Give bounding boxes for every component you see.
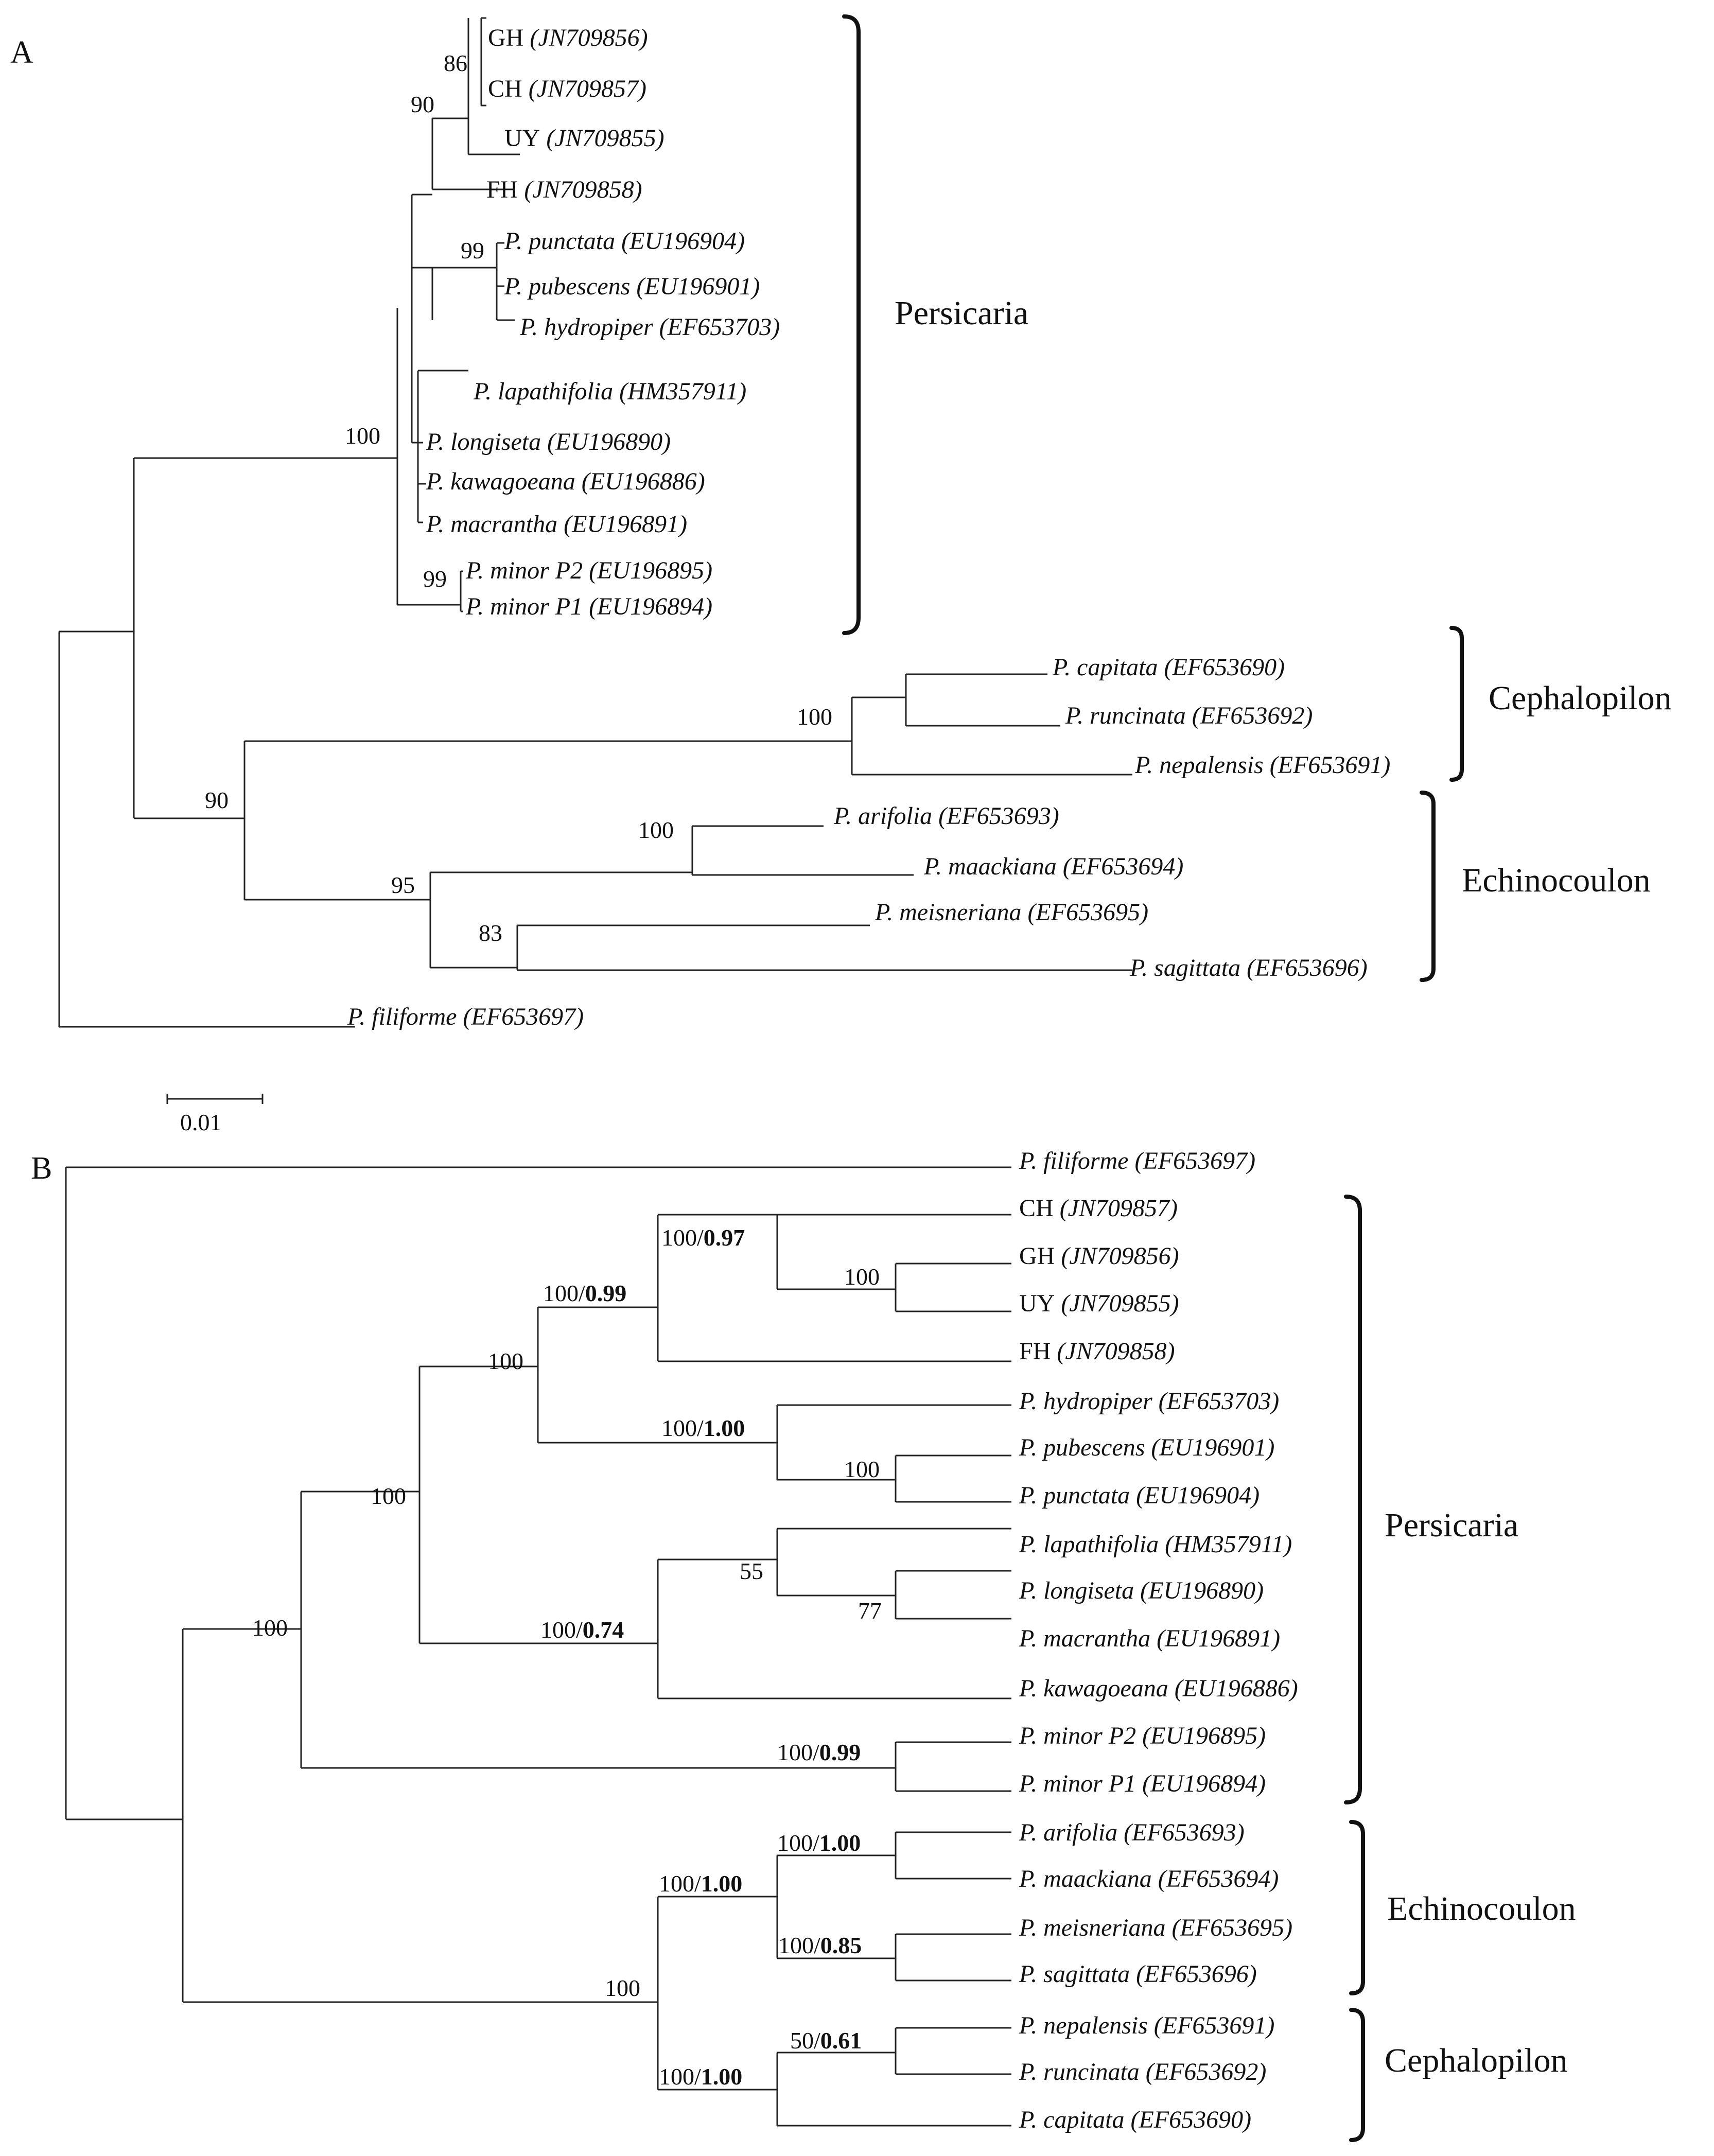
support-b-4: 100 — [488, 1348, 523, 1374]
support-b-3: 100/0.99 — [543, 1280, 626, 1306]
bracket-b-persicaria — [1344, 1195, 1362, 1804]
leaf-label-a-punctata: P. punctata (EU196904) — [504, 227, 745, 255]
leaf-label-a-maackiana: P. maackiana (EF653694) — [923, 853, 1183, 880]
support-b-17: 50/0.61 — [790, 2027, 862, 2054]
support-b-6: 100 — [844, 1456, 880, 1482]
support-b-15: 100/0.85 — [778, 1932, 862, 1958]
leaf-label-a-lapathifolia: P. lapathifolia (HM357911) — [473, 378, 746, 405]
support-b-1: 100/0.97 — [661, 1224, 745, 1251]
support-b-18: 100/1.00 — [659, 2063, 742, 2090]
panel-b-tree: B P. filiforme (EF653697) CH (JN709857) GH… — [31, 1147, 1576, 2142]
leaf-label-a-macrantha: P. macrantha (EU196891) — [426, 511, 687, 538]
support-b-11: 100 — [252, 1615, 288, 1641]
leaf-label-b-fh: FH (JN709858) — [1019, 1338, 1175, 1365]
leaf-label-a-fh: FH (JN709858) — [486, 176, 642, 203]
support-b-9: 77 — [858, 1598, 882, 1624]
bracket-b-echinocoulon — [1349, 1820, 1365, 1995]
leaf-label-a-arifolia: P. arifolia (EF653693) — [833, 802, 1059, 830]
leaf-label-a-pubescens: P. pubescens (EU196901) — [504, 273, 760, 300]
bracket-a-cephalopilon — [1449, 626, 1464, 782]
leaf-label-a-nepalensis: P. nepalensis (EF653691) — [1134, 751, 1390, 779]
support-b-10: 100/0.74 — [540, 1617, 624, 1643]
bracket-a-echinocoulon — [1420, 791, 1436, 982]
leaf-label-a-hydropiper: P. hydropiper (EF653703) — [519, 313, 780, 341]
clade-b-persicaria: Persicaria — [1385, 1506, 1518, 1544]
leaf-label-b-minor1: P. minor P1 (EU196894) — [1019, 1770, 1266, 1797]
leaf-label-b-ch: CH (JN709857) — [1019, 1195, 1178, 1222]
panel-b-label: B — [31, 1151, 52, 1186]
support-b-13: 100/1.00 — [777, 1830, 861, 1856]
leaf-label-a-gh: GH (JN709856) — [488, 24, 648, 51]
support-a-86: 86 — [444, 50, 467, 76]
leaf-labels-a: GH (JN709856) CH (JN709857) UY (JN709855) F… — [347, 24, 1390, 1030]
leaf-label-a-kawagoeana: P. kawagoeana (EU196886) — [426, 468, 705, 495]
leaf-label-a-sagittata: P. sagittata (EF653696) — [1129, 954, 1368, 981]
support-a-100: 100 — [345, 423, 380, 449]
support-b-14: 100/1.00 — [659, 1870, 742, 1897]
leaf-label-b-sagittata: P. sagittata (EF653696) — [1019, 1960, 1257, 1988]
support-b-8: 55 — [740, 1558, 763, 1584]
panel-a-tree: A GH (JN709856) CH (JN709857) UY (JN709855… — [10, 14, 1672, 1135]
tree-b-branches — [65, 1166, 1011, 2127]
leaf-label-b-capitata: P. capitata (EF653690) — [1019, 2106, 1251, 2133]
support-a-90-base: 90 — [205, 787, 229, 813]
leaf-label-b-maackiana: P. maackiana (EF653694) — [1019, 1865, 1279, 1892]
leaf-label-a-meisneriana: P. meisneriana (EF653695) — [875, 899, 1148, 926]
support-a-100-echino: 100 — [638, 817, 674, 843]
leaf-labels-b: P. filiforme (EF653697) CH (JN709857) GH (… — [1019, 1147, 1298, 2133]
scale-bar-label: 0.01 — [180, 1109, 222, 1135]
clade-a-echinocoulon: Echinocoulon — [1462, 862, 1651, 899]
leaf-label-a-longiseta: P. longiseta (EU196890) — [426, 428, 671, 455]
leaf-label-b-meisneriana: P. meisneriana (EF653695) — [1019, 1914, 1292, 1941]
support-b-2: 100 — [844, 1264, 880, 1290]
panel-a-label: A — [10, 35, 33, 70]
support-a-99: 99 — [461, 237, 484, 264]
clade-b-echinocoulon: Echinocoulon — [1387, 1890, 1576, 1927]
leaf-label-b-filiforme: P. filiforme (EF653697) — [1019, 1147, 1255, 1175]
bracket-b-cephalopilon — [1349, 2008, 1365, 2142]
leaf-label-a-runcinata: P. runcinata (EF653692) — [1065, 702, 1313, 729]
support-a-95: 95 — [391, 872, 415, 898]
leaf-label-a-ch: CH (JN709857) — [488, 75, 646, 102]
support-a-83: 83 — [479, 920, 502, 946]
leaf-label-b-hydropiper: P. hydropiper (EF653703) — [1019, 1388, 1279, 1415]
support-b-12: 100/0.99 — [777, 1739, 861, 1765]
leaf-label-a-uy: UY (JN709855) — [504, 125, 664, 152]
clade-a-cephalopilon: Cephalopilon — [1489, 679, 1672, 717]
leaf-label-b-arifolia: P. arifolia (EF653693) — [1019, 1819, 1245, 1846]
leaf-label-b-lapathifolia: P. lapathifolia (HM357911) — [1019, 1531, 1292, 1558]
leaf-label-b-macrantha: P. macrantha (EU196891) — [1019, 1625, 1280, 1652]
support-a-99-minor: 99 — [423, 566, 447, 592]
leaf-label-b-uy: UY (JN709855) — [1019, 1290, 1179, 1317]
bracket-a-persicaria — [842, 14, 861, 635]
leaf-label-b-gh: GH (JN709856) — [1019, 1242, 1179, 1270]
leaf-label-b-nepalensis: P. nepalensis (EF653691) — [1019, 2012, 1274, 2039]
leaf-label-b-kawagoeana: P. kawagoeana (EU196886) — [1019, 1675, 1298, 1702]
support-b-7: 100 — [371, 1483, 406, 1509]
leaf-label-b-punctata: P. punctata (EU196904) — [1019, 1482, 1260, 1509]
clade-b-cephalopilon: Cephalopilon — [1385, 2042, 1568, 2079]
support-b-16: 100 — [605, 1975, 640, 2001]
leaf-label-a-filiforme: P. filiforme (EF653697) — [347, 1003, 584, 1030]
leaf-label-b-pubescens: P. pubescens (EU196901) — [1019, 1434, 1274, 1461]
leaf-label-b-minor2: P. minor P2 (EU196895) — [1019, 1722, 1266, 1749]
support-a-100-cephalopilon: 100 — [797, 704, 832, 730]
leaf-label-b-runcinata: P. runcinata (EF653692) — [1019, 2058, 1266, 2085]
scale-bar: 0.01 — [166, 1094, 264, 1135]
leaf-label-a-minor2: P. minor P2 (EU196895) — [465, 557, 712, 584]
tree-a-branches — [58, 17, 1132, 1028]
support-b-5: 100/1.00 — [661, 1415, 745, 1441]
leaf-label-b-longiseta: P. longiseta (EU196890) — [1019, 1577, 1264, 1604]
support-a-90: 90 — [411, 91, 434, 117]
clade-a-persicaria: Persicaria — [895, 294, 1028, 332]
leaf-label-a-minor1: P. minor P1 (EU196894) — [465, 593, 712, 620]
leaf-label-a-capitata: P. capitata (EF653690) — [1052, 654, 1285, 681]
